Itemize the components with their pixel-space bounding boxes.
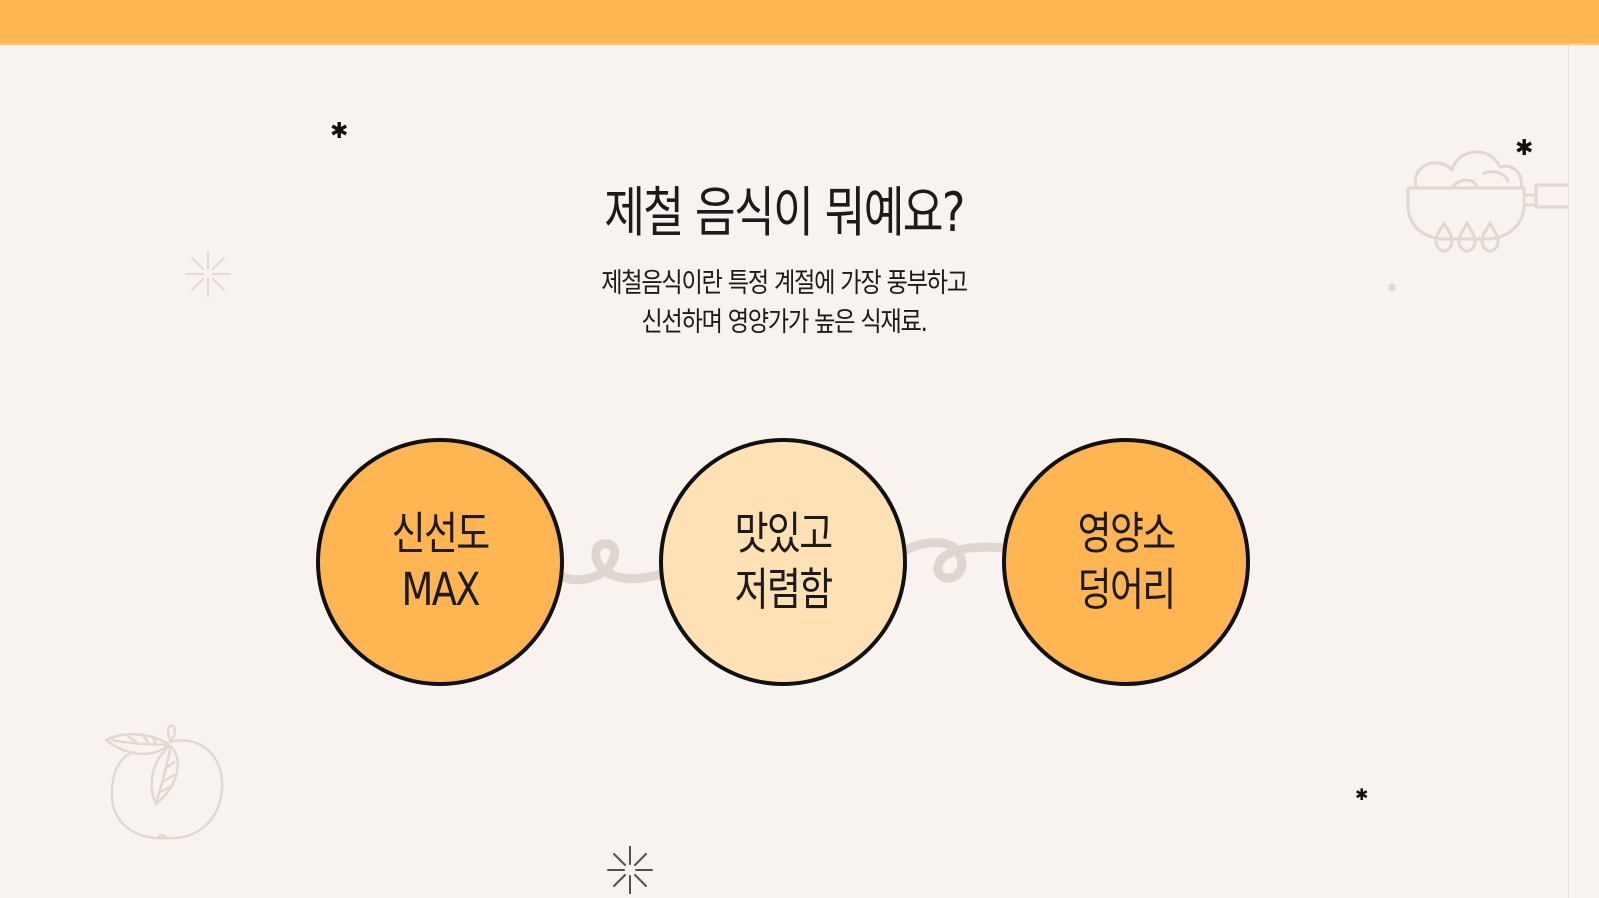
sparkle-icon (184, 250, 232, 298)
circle-line-2: 저렴함 (734, 563, 834, 616)
top-accent-bar (0, 0, 1599, 45)
circle-line-2: 덩어리 (1077, 563, 1177, 616)
loop-connector-icon (556, 539, 666, 585)
sparkle-icon (607, 846, 653, 894)
subtitle-line-2: 신선하며 영양가가 높은 식재료. (641, 307, 928, 338)
feature-circle-freshness: 신선도 MAX (316, 438, 564, 686)
circle-line-2: MAX (401, 563, 480, 616)
asterisk-icon: ✱ (1387, 281, 1398, 295)
circle-line-1: 맛있고 (734, 507, 834, 560)
asterisk-icon: ✱ (330, 119, 349, 144)
subtitle-line-1: 제철음식이란 특정 계절에 가장 풍부하고 (601, 268, 968, 299)
feature-circle-nutrition: 영양소 덩어리 (1002, 438, 1250, 686)
cooking-pot-icon (1406, 150, 1568, 253)
circle-line-1: 영양소 (1077, 507, 1177, 560)
asterisk-icon: ✱ (1515, 136, 1534, 161)
slide-title: 제철 음식이 뭐예요? (604, 181, 965, 244)
circle-line-1: 신선도 (391, 507, 491, 560)
peach-icon (104, 724, 224, 840)
loop-connector-icon (901, 538, 1010, 583)
asterisk-icon: ✱ (1355, 785, 1369, 804)
viewer-margin (1568, 0, 1599, 898)
slide-subtitle: 제철음식이란 특정 계절에 가장 풍부하고 신선하며 영양가가 높은 식재료. (0, 264, 1568, 342)
feature-circle-tasty-cheap: 맛있고 저렴함 (659, 438, 907, 686)
